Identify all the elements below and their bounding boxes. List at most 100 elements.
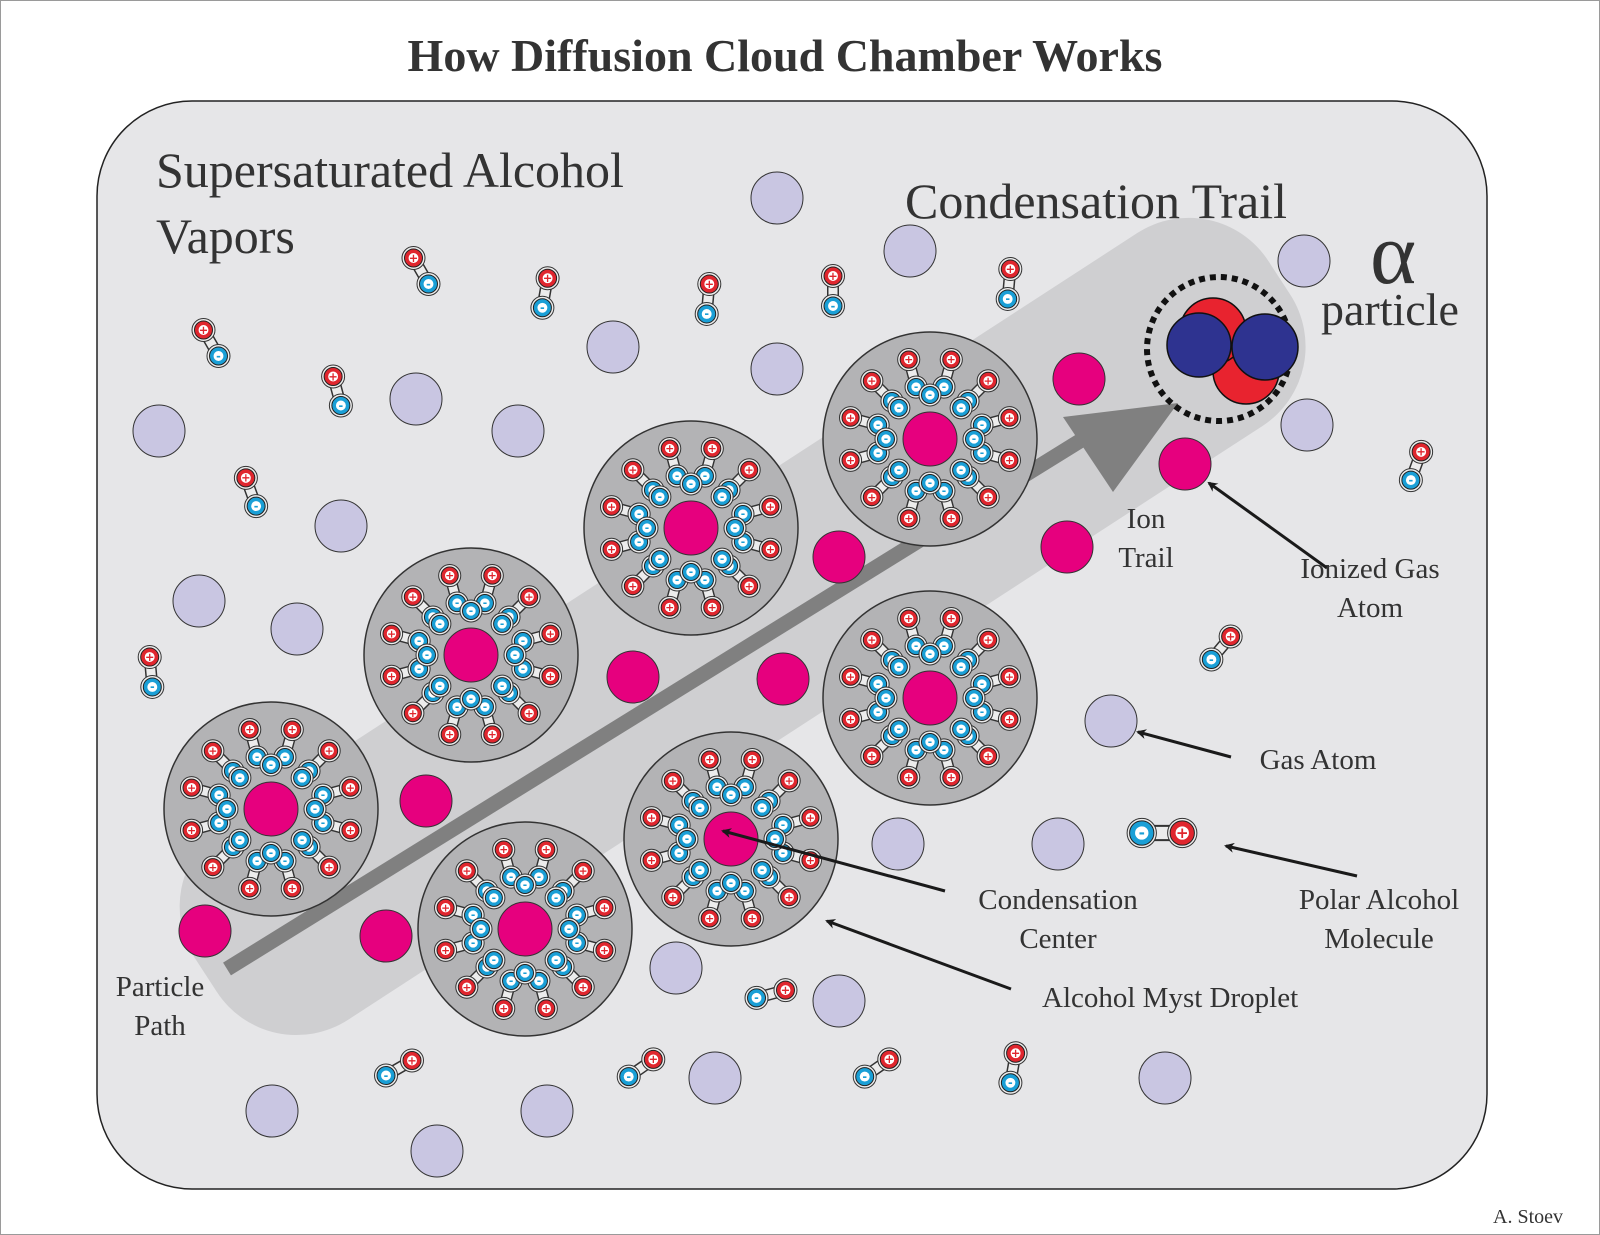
- positive-charge-sign: +: [488, 728, 497, 741]
- negative-charge-sign: -: [575, 909, 579, 922]
- polar-alcohol-molecule: +-: [233, 465, 269, 519]
- ion-trail-label-line2: Trail: [1118, 542, 1173, 574]
- negative-charge-sign: -: [339, 399, 344, 412]
- positive-charge-sign: +: [806, 854, 815, 867]
- positive-charge-sign: +: [904, 612, 913, 625]
- gas-atom: [1138, 1051, 1192, 1105]
- condensation-center: [497, 901, 553, 957]
- gas-atom: [649, 941, 703, 995]
- positive-charge-sign: +: [1005, 411, 1014, 424]
- negative-charge-sign: -: [720, 490, 724, 503]
- negative-charge-sign: -: [321, 817, 325, 830]
- negative-charge-sign: -: [928, 477, 932, 490]
- negative-charge-sign: -: [1008, 1077, 1013, 1090]
- positive-charge-sign: +: [387, 627, 396, 640]
- ionized-gas-atom: [1158, 437, 1212, 491]
- negative-charge-sign: -: [698, 801, 702, 814]
- negative-charge-sign: -: [914, 485, 918, 498]
- positive-charge-sign: +: [1176, 824, 1189, 842]
- polar-alcohol-molecule: +-: [757, 865, 801, 909]
- positive-charge-sign: +: [745, 463, 754, 476]
- neutron: [1166, 312, 1232, 378]
- alpha-symbol: α: [1370, 206, 1416, 303]
- positive-charge-sign: +: [187, 824, 196, 837]
- polar-alcohol-molecule: +-: [434, 896, 485, 927]
- positive-charge-sign: +: [1005, 713, 1014, 726]
- negative-charge-sign: -: [876, 706, 880, 719]
- negative-charge-sign: -: [483, 701, 487, 714]
- negative-charge-sign: -: [537, 975, 541, 988]
- condensation-center: [243, 781, 299, 837]
- negative-charge-sign: -: [523, 879, 527, 892]
- negative-charge-sign: -: [928, 389, 932, 402]
- negative-charge-sign: -: [914, 381, 918, 394]
- positive-charge-sign: +: [665, 601, 674, 614]
- gas-atom: [750, 171, 804, 225]
- polar-alcohol-molecule: +-: [658, 568, 689, 619]
- gas-atom: [871, 817, 925, 871]
- negative-charge-sign: -: [928, 648, 932, 661]
- negative-charge-sign: -: [658, 490, 662, 503]
- polar-alcohol-molecule: +-: [839, 700, 890, 731]
- negative-charge-sign: -: [575, 937, 579, 950]
- positive-charge-sign: +: [885, 1053, 894, 1066]
- positive-charge-sign: +: [441, 944, 450, 957]
- arrow-ionized-gas-atom: [1207, 481, 1328, 570]
- polar-alcohol-molecule: +-: [956, 724, 1000, 768]
- negative-charge-sign: -: [741, 508, 745, 521]
- positive-charge-sign: +: [665, 442, 674, 455]
- alpha-particle: [1144, 274, 1299, 424]
- negative-charge-sign: -: [255, 855, 259, 868]
- ion-trail-label-line1: Ion: [1127, 503, 1166, 535]
- polar-alcohol-molecule: +-: [640, 841, 691, 872]
- polar-alcohol-molecule: +-: [311, 811, 362, 842]
- negative-charge-sign: -: [269, 847, 273, 860]
- negative-charge-sign: -: [483, 597, 487, 610]
- polar-alcohol-molecule: +-: [380, 622, 431, 653]
- polar-alcohol-molecule: +-: [434, 931, 485, 962]
- negative-charge-sign: -: [959, 660, 963, 673]
- polar-alcohol-molecule: +-: [297, 739, 341, 783]
- negative-charge-sign: -: [425, 649, 429, 662]
- gas-atom: [883, 224, 937, 278]
- negative-charge-sign: -: [743, 781, 747, 794]
- positive-charge-sign: +: [748, 753, 757, 766]
- gas-atom: [1280, 398, 1334, 452]
- positive-charge-sign: +: [947, 771, 956, 784]
- positive-charge-sign: +: [781, 984, 790, 997]
- positive-charge-sign: +: [409, 252, 418, 265]
- alcohol-myst-droplet: +-+-+-+-+-+-+-+-+-+-+-+---------: [822, 590, 1038, 806]
- positive-charge-sign: +: [766, 500, 775, 513]
- positive-charge-sign: +: [1011, 1047, 1020, 1060]
- polar-alcohol-molecule: +-: [860, 465, 904, 509]
- positive-charge-sign: +: [785, 891, 794, 904]
- negative-charge-sign: -: [471, 909, 475, 922]
- negative-charge-sign: -: [216, 350, 221, 363]
- condensation-trail-label: Condensation Trail: [905, 173, 1287, 229]
- polar-alcohol-molecule: +-: [897, 348, 928, 399]
- negative-charge-sign: -: [703, 470, 707, 483]
- positive-charge-sign: +: [647, 854, 656, 867]
- negative-charge-sign: -: [523, 967, 527, 980]
- positive-charge-sign: +: [346, 824, 355, 837]
- negative-charge-sign: -: [760, 864, 764, 877]
- positive-charge-sign: +: [525, 707, 534, 720]
- negative-charge-sign: -: [217, 817, 221, 830]
- negative-charge-sign: -: [471, 937, 475, 950]
- arrow-condensation-center: [721, 828, 946, 893]
- negative-charge-sign: -: [637, 508, 641, 521]
- negative-charge-sign: -: [980, 447, 984, 460]
- negative-charge-sign: -: [150, 681, 155, 694]
- negative-charge-sign: -: [509, 871, 513, 884]
- condensation-center-label-line2: Center: [1019, 923, 1097, 955]
- positive-charge-sign: +: [1005, 454, 1014, 467]
- negative-charge-sign: -: [942, 381, 946, 394]
- positive-charge-sign: +: [708, 601, 717, 614]
- ionized-gas-atom: [812, 530, 866, 584]
- positive-charge-sign: +: [947, 612, 956, 625]
- polar-alcohol-molecule-label-line2: Molecule: [1324, 923, 1434, 955]
- negative-charge-sign: -: [928, 736, 932, 749]
- negative-charge-sign: -: [438, 617, 442, 630]
- negative-charge-sign: -: [959, 464, 963, 477]
